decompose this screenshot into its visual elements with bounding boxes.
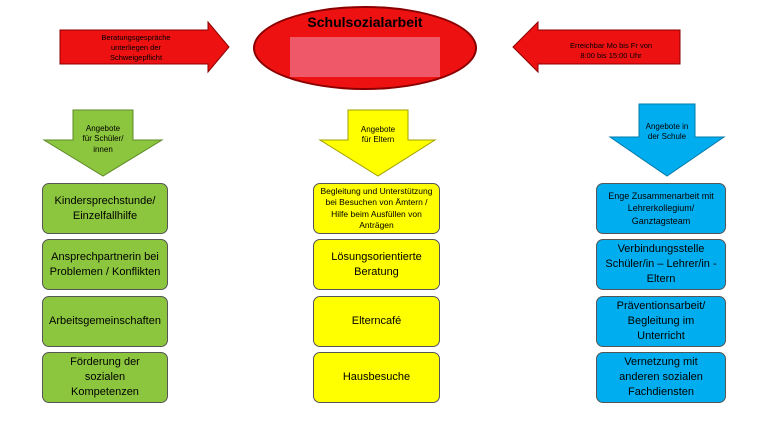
schule-item: Verbindungsstelle Schüler/in – Lehrer/in… [596,239,726,290]
eltern-arrow-label: Angebote für Eltern [360,125,396,145]
eltern-item: Lösungsorientierte Beratung [313,239,440,290]
page-title: Schulsozialarbeit [307,14,423,30]
schule-item: Präventionsarbeit/ Begleitung im Unterri… [596,296,726,347]
schueler-item: Förderung der sozialen Kompetenzen [42,352,168,403]
right-note-arrow [512,20,681,74]
eltern-item: Hausbesuche [313,352,440,403]
schueler-item: Ansprechpartnerin bei Problemen / Konfli… [42,239,168,290]
schueler-arrow-label: Angebote für Schüler/ innen [82,124,124,154]
schueler-item: Kindersprechstunde/ Einzelfallhilfe [42,183,168,234]
left-note-text: Beratungsgespräche unterliegen der Schwe… [101,33,171,63]
schule-item: Enge Zusammenarbeit mit Lehrerkollegium/… [596,183,726,234]
schueler-arrow [42,109,164,177]
eltern-item: Elterncafé [313,296,440,347]
schule-arrow [608,103,726,177]
schueler-item: Arbeitsgemeinschaften [42,296,168,347]
eltern-arrow [318,109,437,177]
redacted-area [290,37,440,77]
eltern-item: Begleitung und Unterstützung bei Besuche… [313,183,440,234]
schule-item: Vernetzung mit anderen sozialen Fachdien… [596,352,726,403]
right-note-text: Erreichbar Mo bis Fr von 8:00 bis 15:00 … [569,41,653,61]
schule-arrow-label: Angebote in der Schule [645,122,689,142]
left-note-arrow [59,20,230,74]
